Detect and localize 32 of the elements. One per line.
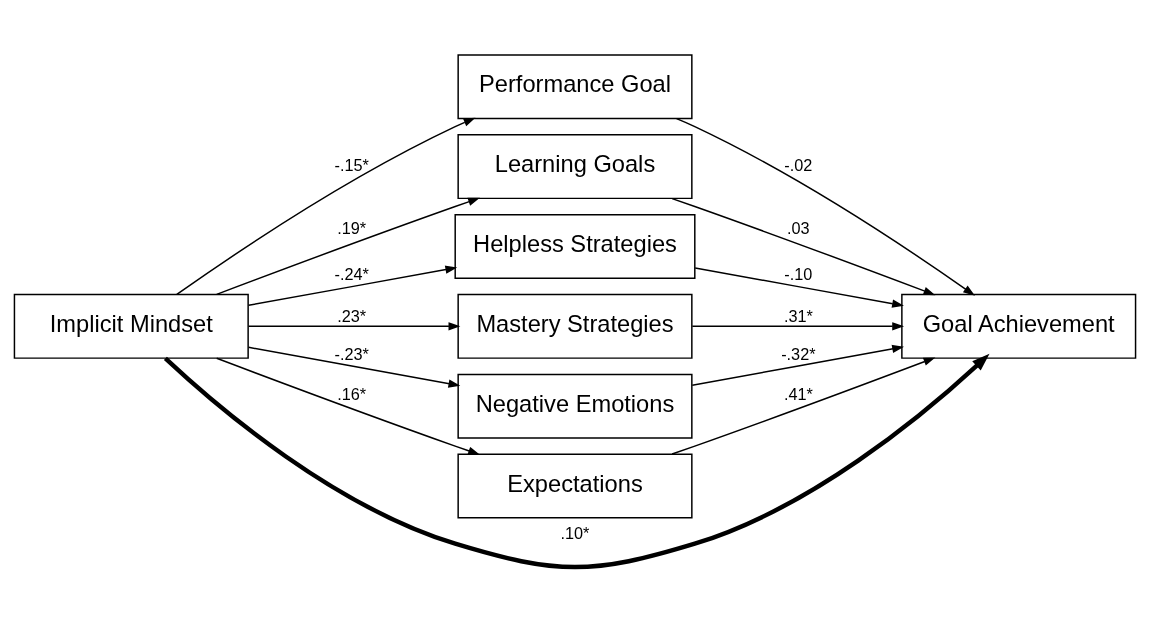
node-box: Helpless Strategies [454,213,696,279]
arrow [215,197,480,295]
edge-label: -.02 [784,155,813,174]
arrow [176,117,476,295]
edge-label: -.32* [781,344,816,363]
node-box: Mastery Strategies [457,293,693,359]
node-box: Implicit Mindset [13,293,249,359]
edge-label: .16* [337,384,367,403]
arrow [691,344,905,386]
edge-label: -.15* [334,155,369,174]
arrow [694,266,904,308]
edge-label: .41* [783,384,813,403]
arrow [671,357,936,455]
edge-label: -.10 [784,264,813,283]
edge-label: .10* [560,523,590,542]
edge-label: -.23* [334,344,369,363]
arrow [247,346,461,388]
arrow [247,321,461,330]
arrow [247,265,458,306]
edge-label: .03 [787,218,810,237]
edge-label: .31* [783,306,813,325]
arrow [691,321,905,330]
edge-label: -.24* [334,264,369,283]
edge-label: .19* [337,218,367,237]
arrow [163,353,990,569]
node-box: Expectations [457,453,693,519]
arrow [215,357,480,455]
node-box: Learning Goals [457,133,693,199]
edge-label: .23* [337,306,367,325]
node-box: Goal Achievement [901,293,1137,359]
node-box: Performance Goal [457,53,693,119]
node-box: Negative Emotions [457,373,693,439]
